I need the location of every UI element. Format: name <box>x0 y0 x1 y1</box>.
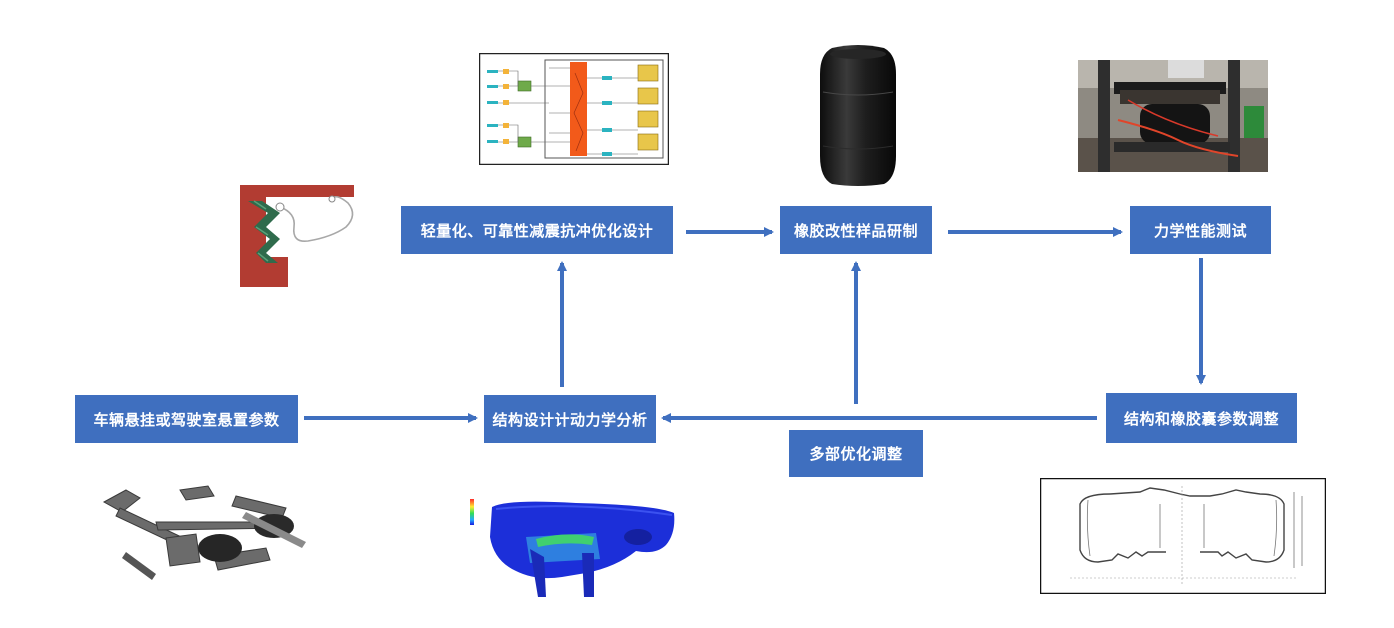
node-vehicle-params: 车辆悬挂或驾驶室悬置参数 <box>75 395 298 443</box>
node-structure-adjust: 结构和橡胶囊参数调整 <box>1106 393 1297 443</box>
cross-section-drawing-image <box>1040 478 1326 594</box>
node-rubber-sample: 橡胶改性样品研制 <box>780 206 932 254</box>
control-diagram-image <box>479 53 669 165</box>
node-dynamics-analysis: 结构设计计动力学分析 <box>484 395 656 443</box>
test-rig-photo <box>1078 60 1268 172</box>
bellows-section-image <box>240 185 354 287</box>
node-multi-optimization: 多部优化调整 <box>789 430 923 477</box>
node-mechanical-test: 力学性能测试 <box>1130 206 1271 254</box>
fea-contour-image <box>470 499 675 597</box>
air-spring-photo <box>820 45 896 186</box>
node-lightweight-design: 轻量化、可靠性减震抗冲优化设计 <box>401 206 673 254</box>
suspension-model-image <box>102 485 306 580</box>
